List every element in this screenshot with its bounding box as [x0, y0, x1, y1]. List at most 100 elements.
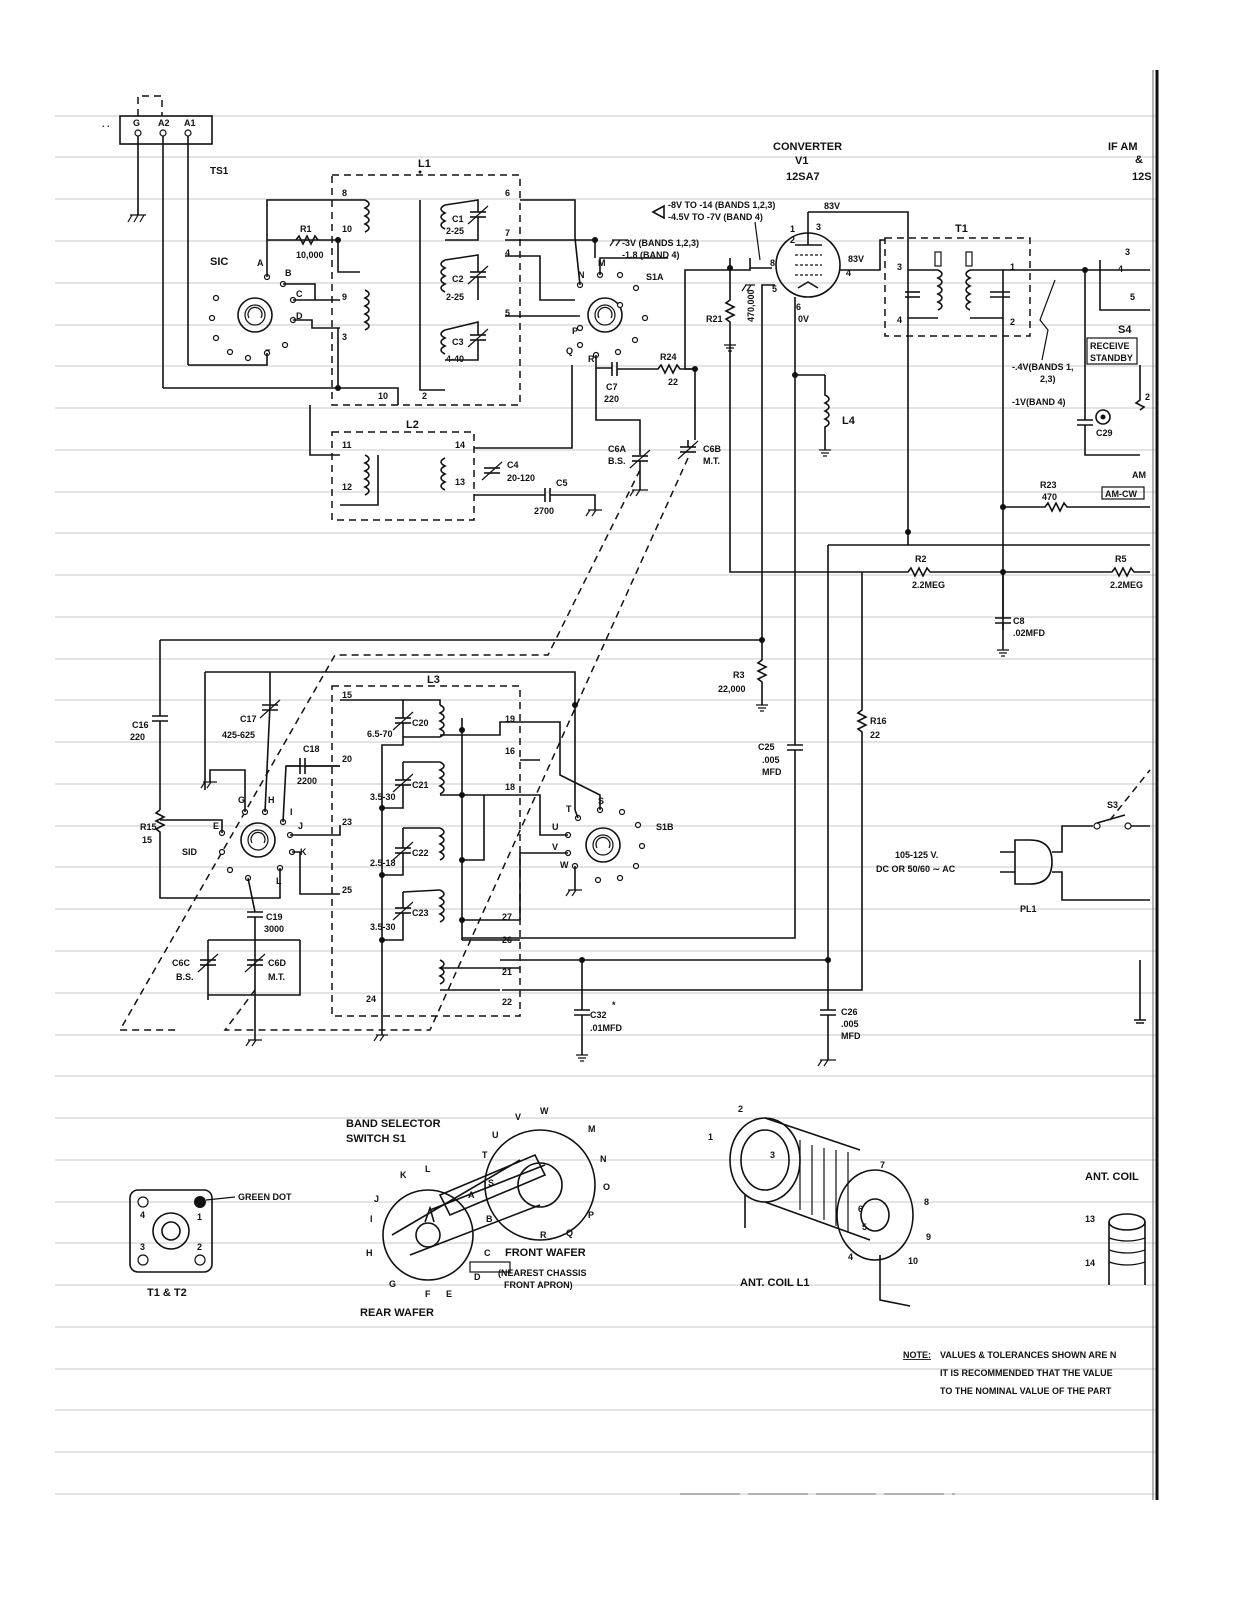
svg-text:27: 27: [502, 912, 512, 922]
capacitor-c22: C22 2.5-18: [370, 841, 429, 868]
svg-text:P: P: [588, 1210, 594, 1220]
svg-text:24: 24: [366, 994, 376, 1004]
svg-text:C8: C8: [1013, 616, 1025, 626]
l1-pin-6: 6: [505, 188, 510, 198]
svg-text:2: 2: [790, 235, 795, 245]
svg-text:K: K: [300, 847, 307, 857]
svg-text:2: 2: [1010, 317, 1015, 327]
svg-text:425-625: 425-625: [222, 730, 255, 740]
svg-text:F: F: [425, 1289, 431, 1299]
svg-text:4: 4: [846, 268, 851, 278]
svg-text:C29: C29: [1096, 428, 1113, 438]
s4-receive: RECEIVE: [1090, 341, 1130, 351]
capacitor-c20: C20 6.5-70: [367, 711, 429, 739]
svg-text:FRONT WAFER: FRONT WAFER: [505, 1247, 586, 1259]
svg-text:C17: C17: [240, 714, 257, 724]
svg-text:C6B: C6B: [703, 444, 722, 454]
note-line-2: IT IS RECOMMENDED THAT THE VALUE: [940, 1368, 1113, 1378]
svg-text:470,000: 470,000: [746, 289, 756, 322]
ruled-lines: [55, 70, 1159, 1500]
svg-text:2: 2: [738, 1104, 743, 1114]
svg-text:V: V: [515, 1112, 521, 1122]
l1-pin-5: 5: [505, 308, 510, 318]
svg-text:N: N: [600, 1154, 607, 1164]
svg-text:2-25: 2-25: [446, 226, 464, 236]
svg-text:L4: L4: [842, 415, 856, 427]
s1a-label: S1A: [646, 272, 664, 282]
svg-text:2200: 2200: [297, 776, 317, 786]
svg-text:5: 5: [1130, 292, 1135, 302]
switch-s3: S3: [1093, 769, 1151, 830]
svg-text:1: 1: [790, 224, 795, 234]
svg-text:ANT. COIL L1: ANT. COIL L1: [740, 1277, 809, 1289]
svg-text:20-120: 20-120: [507, 473, 535, 483]
svg-text:.01MFD: .01MFD: [590, 1023, 623, 1033]
svg-text:6: 6: [796, 302, 801, 312]
svg-text:2: 2: [197, 1242, 202, 1252]
svg-text:R15: R15: [140, 822, 157, 832]
capacitor-c16: C16 220: [130, 640, 168, 810]
svg-text:SWITCH S1: SWITCH S1: [346, 1133, 406, 1145]
svg-text:B: B: [285, 268, 292, 278]
voltage-note-c: -3V (BANDS 1,2,3): [622, 238, 699, 248]
svg-text:25: 25: [342, 885, 352, 895]
svg-text:C23: C23: [412, 908, 429, 918]
svg-text:S3: S3: [1107, 800, 1118, 810]
svg-text:J: J: [298, 821, 303, 831]
svg-text:C1: C1: [452, 214, 464, 224]
if-amplifier-partial: IF AM & 12S 4 5 3 2: [1085, 141, 1152, 402]
svg-text:15: 15: [342, 690, 352, 700]
l1-pin-10-left: 10: [342, 224, 352, 234]
switch-s1c: SIC A B C D F: [188, 199, 340, 366]
l2-pin-13: 13: [455, 477, 465, 487]
svg-text:C18: C18: [303, 744, 320, 754]
svg-text:K: K: [400, 1170, 407, 1180]
svg-text:A: A: [468, 1190, 475, 1200]
svg-text:3000: 3000: [264, 924, 284, 934]
svg-text:C6D: C6D: [268, 958, 287, 968]
svg-text:N: N: [578, 270, 585, 280]
capacitor-c18: C18 2200: [286, 744, 340, 786]
svg-text:C19: C19: [266, 912, 283, 922]
l1-pin-4: 4: [505, 248, 510, 258]
if-amp-tube: 12S: [1132, 171, 1152, 183]
svg-text:C7: C7: [606, 382, 618, 392]
svg-text:6: 6: [858, 1204, 863, 1214]
svg-text:22: 22: [870, 730, 880, 740]
converter-title: CONVERTER: [773, 141, 842, 153]
svg-text:16: 16: [505, 746, 515, 756]
ts1-terminal-a1: A1: [184, 118, 196, 128]
svg-text:C5: C5: [556, 478, 568, 488]
svg-text:0V: 0V: [798, 314, 809, 324]
note-line-1: VALUES & TOLERANCES SHOWN ARE N: [940, 1350, 1116, 1360]
svg-text:1: 1: [708, 1132, 713, 1142]
capacitor-c3: C3 4-40: [446, 328, 489, 364]
svg-text:S4: S4: [1118, 324, 1132, 336]
svg-text:R21: R21: [706, 314, 723, 324]
svg-text:2-25: 2-25: [446, 292, 464, 302]
t1-t2-socket-detail: 4 1 3 2 GREEN DOT T1 & T2: [129, 1189, 292, 1299]
resistor-r5: R5 2.2MEG: [1110, 554, 1143, 590]
power-input: 105-125 V. DC OR 50/60 ∼ AC PL1: [876, 825, 1150, 914]
l1-pin-9: 9: [342, 292, 347, 302]
converter-tube-type: 12SA7: [786, 171, 820, 183]
svg-text:C: C: [296, 289, 303, 299]
capacitor-c26: C26 .005 MFD: [817, 545, 861, 1067]
capacitor-c6c: C6C B.S.: [172, 953, 219, 982]
svg-text:M: M: [588, 1124, 596, 1134]
resistor-r23: R23 470: [1003, 480, 1150, 513]
svg-text:Q: Q: [566, 1228, 573, 1238]
svg-text:U: U: [552, 822, 559, 832]
capacitor-c6d: C6D M.T.: [244, 953, 287, 982]
svg-text:V: V: [552, 842, 558, 852]
svg-text:W: W: [560, 860, 569, 870]
svg-text:4: 4: [140, 1210, 145, 1220]
svg-text:P: P: [572, 326, 578, 336]
l2-pin-11: 11: [342, 440, 352, 450]
svg-text:8: 8: [924, 1197, 929, 1207]
svg-text:FRONT APRON): FRONT APRON): [504, 1280, 573, 1290]
svg-text:R1: R1: [300, 224, 312, 234]
t1-note-a: -.4V(BANDS 1,: [1012, 362, 1074, 372]
converter-ref: V1: [795, 155, 808, 167]
